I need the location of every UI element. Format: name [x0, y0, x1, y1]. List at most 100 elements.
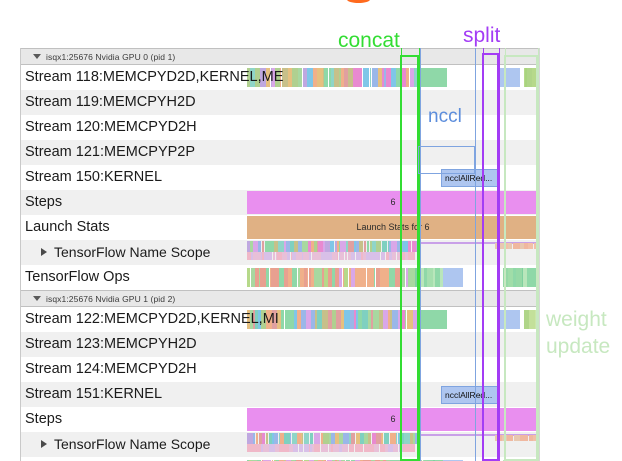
caret-down-icon[interactable]	[33, 54, 41, 59]
trace-slice[interactable]	[509, 435, 514, 441]
trace-slice[interactable]	[302, 68, 307, 87]
trace-slice[interactable]	[407, 310, 413, 329]
trace-slice[interactable]	[365, 252, 371, 260]
trace-slice[interactable]	[251, 444, 256, 452]
trace-slice[interactable]	[515, 435, 521, 441]
trace-slice[interactable]	[309, 433, 314, 444]
trace-slice[interactable]	[361, 310, 368, 329]
trace-slice[interactable]	[326, 252, 332, 260]
trace-slice[interactable]	[274, 444, 280, 452]
trace-slice[interactable]	[260, 252, 263, 260]
trace-slice[interactable]	[381, 68, 384, 87]
trace-slice[interactable]	[529, 310, 535, 329]
trace-slice[interactable]	[521, 268, 524, 287]
trace-slice[interactable]	[526, 68, 533, 87]
trace-slice[interactable]	[261, 241, 265, 252]
trace-slice[interactable]	[412, 433, 416, 444]
trace-slice[interactable]	[508, 243, 510, 249]
trace-slice[interactable]	[249, 241, 253, 252]
trace-slice[interactable]	[247, 268, 251, 287]
trace-slice[interactable]	[247, 433, 249, 444]
trace-slice[interactable]	[252, 310, 256, 329]
trace-slice[interactable]	[405, 252, 408, 260]
trace-slice[interactable]	[327, 268, 332, 287]
trace-slice[interactable]	[520, 243, 525, 249]
trace-slice[interactable]	[351, 252, 356, 260]
trace-slice[interactable]	[260, 310, 267, 329]
trace-slice[interactable]	[313, 68, 318, 87]
trace-slice[interactable]	[357, 68, 363, 87]
trace-slice[interactable]	[383, 433, 390, 444]
trace-slice[interactable]	[281, 444, 286, 452]
trace-slice[interactable]	[339, 68, 342, 87]
trace-slice[interactable]	[385, 68, 392, 87]
trace-slice[interactable]	[398, 444, 401, 452]
trace-slice[interactable]	[405, 268, 408, 287]
nccl-allreduce-bar[interactable]: ncclAllRed...	[441, 169, 498, 187]
trace-slice[interactable]	[376, 241, 382, 252]
trace-slice[interactable]	[330, 241, 335, 252]
trace-slice[interactable]	[286, 241, 290, 252]
trace-slice[interactable]	[329, 68, 331, 87]
trace-slice[interactable]	[323, 268, 328, 287]
trace-slice[interactable]	[254, 268, 259, 287]
trace-slice[interactable]	[250, 268, 255, 287]
trace-slice[interactable]	[353, 68, 358, 87]
trace-slice[interactable]	[348, 68, 353, 87]
trace-slice[interactable]	[302, 433, 304, 444]
trace-slice[interactable]	[336, 310, 341, 329]
trace-slice[interactable]	[262, 252, 265, 260]
trace-slice[interactable]	[401, 68, 406, 87]
trace-slice[interactable]	[336, 252, 339, 260]
trace-slice[interactable]	[407, 252, 412, 260]
trace-slice[interactable]	[298, 241, 302, 252]
trace-slice[interactable]	[532, 68, 536, 87]
trace-slice[interactable]	[392, 310, 394, 329]
trace-slice[interactable]	[289, 433, 292, 444]
trace-slice[interactable]	[252, 433, 255, 444]
trace-slice[interactable]	[307, 268, 309, 287]
trace-slice[interactable]	[390, 310, 393, 329]
trace-slice[interactable]	[360, 444, 364, 452]
trace-slice[interactable]	[320, 433, 324, 444]
trace-slice[interactable]	[310, 241, 314, 252]
trace-slice[interactable]	[343, 433, 349, 444]
trace-slice[interactable]	[524, 310, 530, 329]
trace-slice[interactable]	[392, 444, 399, 452]
trace-slice[interactable]	[362, 68, 365, 87]
trace-slice[interactable]	[258, 268, 261, 287]
trace-slice[interactable]	[332, 310, 337, 329]
trace-slice[interactable]	[271, 68, 273, 87]
trace-slice[interactable]	[258, 310, 261, 329]
row-track[interactable]	[247, 265, 539, 290]
trace-slice[interactable]	[322, 268, 324, 287]
trace-slice[interactable]	[371, 252, 375, 260]
trace-slice[interactable]	[332, 444, 339, 452]
trace-slice[interactable]	[338, 268, 341, 287]
trace-slice[interactable]	[354, 444, 361, 452]
trace-slice[interactable]	[360, 433, 365, 444]
trace-slice[interactable]	[289, 310, 294, 329]
trace-slice[interactable]	[323, 241, 326, 252]
trace-slice[interactable]	[310, 268, 314, 287]
trace-slice[interactable]	[255, 433, 259, 444]
trace-slice[interactable]	[439, 268, 443, 287]
launch-stats-bar[interactable]: Launch Stats for 6	[247, 216, 539, 239]
timeline-row-stream-118[interactable]: Stream 118:MEMCPYD2D,KERNEL,ME	[21, 65, 539, 90]
row-track[interactable]	[247, 90, 539, 115]
trace-slice[interactable]	[277, 252, 282, 260]
trace-slice[interactable]	[331, 252, 334, 260]
trace-slice[interactable]	[369, 68, 372, 87]
trace-slice[interactable]	[364, 433, 368, 444]
trace-slice[interactable]	[391, 68, 397, 87]
trace-slice[interactable]	[415, 68, 419, 87]
trace-slice[interactable]	[350, 310, 354, 329]
timeline-row-tf-name-scope[interactable]: TensorFlow Name Scope	[21, 432, 539, 457]
trace-slice[interactable]	[247, 68, 251, 87]
trace-slice[interactable]	[346, 241, 349, 252]
trace-slice[interactable]	[300, 268, 305, 287]
trace-slice[interactable]	[363, 444, 368, 452]
trace-slice[interactable]	[395, 433, 398, 444]
trace-slice[interactable]	[374, 444, 380, 452]
